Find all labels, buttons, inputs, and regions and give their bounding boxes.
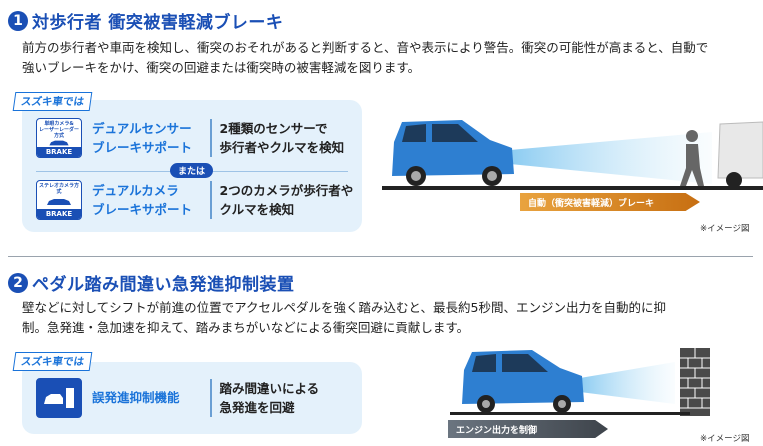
brake-label: BRAKE xyxy=(37,209,81,219)
section-divider xyxy=(8,256,753,257)
misstart-suppression-name: 誤発進抑制機能 xyxy=(92,390,180,405)
road-line xyxy=(450,412,690,415)
dual-camera-icon-label: ステレオカメラ方式 xyxy=(38,183,79,195)
sensor-beam xyxy=(580,362,675,404)
section1-number: 1 xyxy=(8,10,28,31)
feature-separator xyxy=(210,181,212,219)
dual-sensor-icon-label: 単眼カメラ& レーザーレーダー方式 xyxy=(39,121,79,139)
brake-label: BRAKE xyxy=(37,147,81,157)
feature-separator xyxy=(210,119,212,157)
dual-sensor-description: 2種類のセンサーで 歩行者やクルマを検知 xyxy=(219,121,345,155)
dual-camera-description: 2つのカメラが歩行者や クルマを検知 xyxy=(219,183,354,217)
section2-illustration xyxy=(450,348,710,416)
feature-misstart-suppression: 誤発進抑制機能 踏み間違いによる 急発進を回避 xyxy=(36,378,319,418)
misstart-suppression-description: 踏み間違いによる 急発進を回避 xyxy=(219,381,320,415)
blue-car xyxy=(462,350,584,413)
section2-title: ペダル踏み間違い急発進抑制装置 xyxy=(32,275,295,295)
dual-camera-brake-icon: ステレオカメラ方式 BRAKE xyxy=(36,180,82,220)
section1-para-line1: 前方の歩行者や車両を検知し、衝突のおそれがあると判断すると、音や表示により警告。… xyxy=(22,40,709,55)
pedestrian-icon xyxy=(680,130,704,186)
engine-control-arrow: エンジン出力を制御 xyxy=(448,420,608,438)
section2-number: 2 xyxy=(8,272,28,293)
feature-dual-sensor: 単眼カメラ& レーザーレーダー方式 BRAKE デュアルセンサー ブレーキサポー… xyxy=(36,118,344,158)
section1-description: 前方の歩行者や車両を検知し、衝突のおそれがあると判断すると、音や表示により警告。… xyxy=(22,38,752,78)
sensor-beam xyxy=(510,132,712,184)
section1-para-line2: 強いブレーキをかけ、衝突の回避または衝突時の被害軽減を図ります。 xyxy=(22,60,421,75)
section1-image-note: ※イメージ図 xyxy=(700,224,750,234)
dual-camera-name: デュアルカメラ ブレーキサポート xyxy=(92,183,193,217)
feature-dual-camera: ステレオカメラ方式 BRAKE デュアルカメラ ブレーキサポート 2つのカメラが… xyxy=(36,180,353,220)
or-label: または xyxy=(170,163,214,178)
road-line xyxy=(382,186,763,190)
section2-para-line1: 壁などに対してシフトが前進の位置でアクセルペダルを強く踏み込むと、最長約5秒間、… xyxy=(22,300,666,315)
section2-image-note: ※イメージ図 xyxy=(700,434,750,444)
misstart-suppression-icon xyxy=(36,378,82,418)
brick-wall-icon xyxy=(680,348,710,416)
section1-illustration xyxy=(382,120,763,190)
section1-heading: 1 対歩行者 衝突被害軽減ブレーキ xyxy=(8,8,283,33)
car-icon xyxy=(49,140,69,146)
section1-title: 対歩行者 衝突被害軽減ブレーキ xyxy=(32,13,284,33)
section2-suzuki-badge: スズキ車では xyxy=(12,352,93,371)
car-wall-icon xyxy=(44,388,74,408)
section2-para-line2: 制。急発進・急加速を抑えて、踏みまちがいなどによる衝突回避に貢献します。 xyxy=(22,320,470,335)
car-icon xyxy=(47,199,71,205)
dual-sensor-brake-icon: 単眼カメラ& レーザーレーダー方式 BRAKE xyxy=(36,118,82,158)
section2-description: 壁などに対してシフトが前進の位置でアクセルペダルを強く踏み込むと、最長約5秒間、… xyxy=(22,298,752,338)
feature-separator xyxy=(210,379,212,417)
auto-brake-arrow: 自動（衝突被害軽減）ブレーキ xyxy=(520,193,700,211)
white-car xyxy=(717,121,763,188)
blue-car xyxy=(392,120,514,186)
section2-heading: 2 ペダル踏み間違い急発進抑制装置 xyxy=(8,270,295,295)
dual-sensor-name: デュアルセンサー ブレーキサポート xyxy=(92,121,193,155)
section1-suzuki-badge: スズキ車では xyxy=(12,92,93,111)
